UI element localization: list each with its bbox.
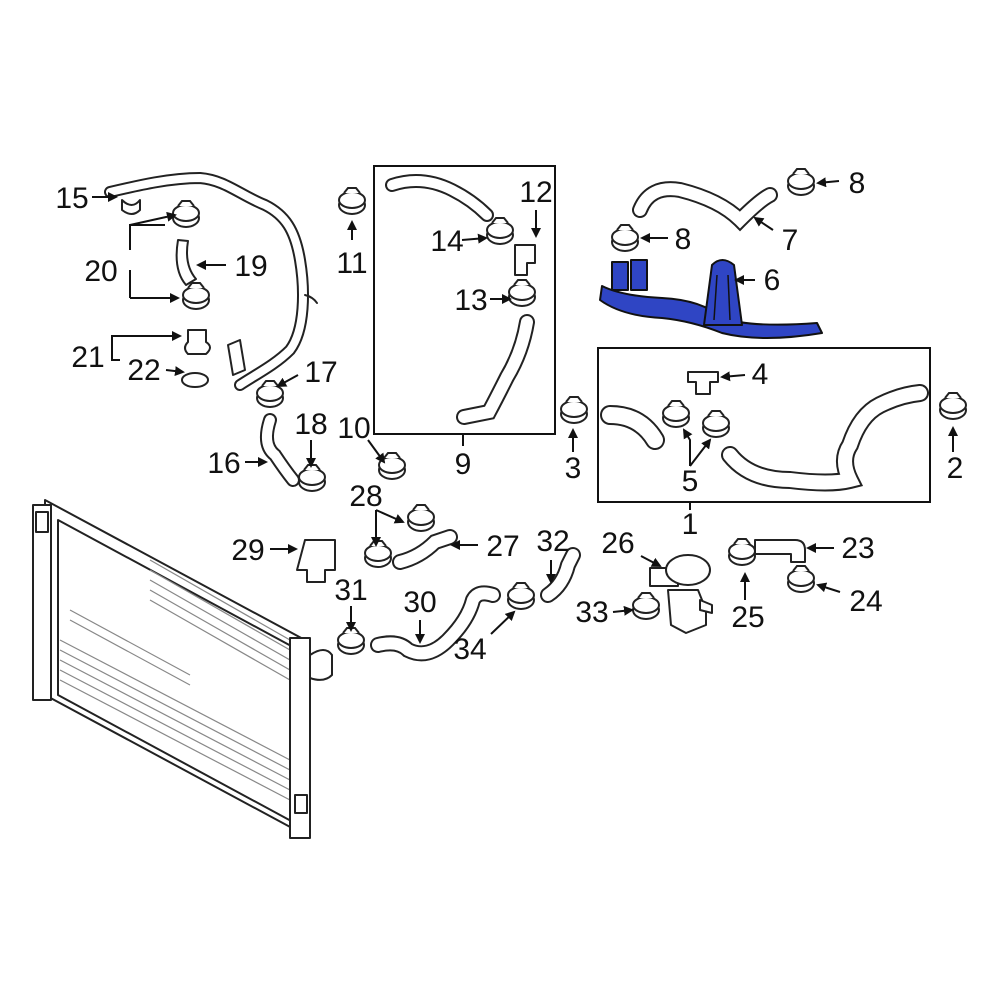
clamp-33	[632, 592, 660, 620]
water-pump-26	[649, 554, 713, 634]
clamp-34	[507, 582, 535, 610]
clamp-18	[298, 464, 326, 492]
clamp-14	[486, 217, 514, 245]
callout-5: 5	[682, 465, 699, 498]
callout-21: 21	[71, 341, 104, 374]
kit-box-9	[373, 165, 556, 435]
callout-10: 10	[337, 412, 370, 445]
clamp-25	[728, 538, 756, 566]
clamp-10	[378, 452, 406, 480]
clamp-24	[787, 565, 815, 593]
callout-8-lower: 8	[675, 223, 692, 256]
callout-11: 11	[336, 247, 367, 280]
callout-26: 26	[601, 527, 634, 560]
callout-16: 16	[207, 447, 240, 480]
clamp-8-right	[787, 168, 815, 196]
clamp-8-left	[611, 224, 639, 252]
callout-7: 7	[782, 224, 799, 257]
kit-box-1	[597, 347, 931, 503]
callout-28: 28	[349, 480, 382, 513]
connector-4	[687, 371, 719, 395]
callout-25: 25	[731, 601, 764, 634]
fitting-12	[514, 244, 536, 276]
callout-20: 20	[84, 255, 117, 288]
callout-9: 9	[455, 448, 472, 481]
clamp-13	[508, 279, 536, 307]
callout-8-upper: 8	[849, 167, 866, 200]
clamp-20-top	[172, 200, 200, 228]
clamp-11	[338, 187, 366, 215]
clamp-31	[337, 627, 365, 655]
callout-13: 13	[454, 284, 487, 317]
callout-19: 19	[234, 250, 267, 283]
callout-12: 12	[519, 176, 552, 209]
clamp-3	[560, 396, 588, 424]
callout-31: 31	[334, 574, 367, 607]
hose-19	[175, 239, 197, 286]
callout-24: 24	[849, 585, 882, 618]
callout-33: 33	[575, 596, 608, 629]
clamp-2	[939, 392, 967, 420]
callout-4: 4	[752, 358, 769, 391]
callout-3: 3	[565, 452, 582, 485]
callout-30: 30	[403, 586, 436, 619]
callout-32: 32	[536, 525, 569, 558]
radiator	[32, 499, 333, 839]
clamp-5-left	[662, 400, 690, 428]
callout-6: 6	[764, 264, 781, 297]
callout-14: 14	[430, 225, 463, 258]
clamp-5-right	[702, 410, 730, 438]
clamp-28-upper	[407, 504, 435, 532]
callout-29: 29	[231, 534, 264, 567]
clamp-20-bottom	[182, 282, 210, 310]
callout-numbers: 1 2 3 4 5 6 7 8 8 9 10 11 12 13 14 15 16…	[55, 167, 963, 666]
callout-17: 17	[304, 356, 337, 389]
hose-23	[754, 539, 806, 563]
leader-lines	[92, 177, 958, 644]
clamp-28-lower	[364, 540, 392, 568]
valve-29	[296, 539, 336, 583]
callout-15: 15	[55, 182, 88, 215]
o-ring-22	[181, 372, 209, 388]
coolant-pipe-6	[599, 259, 823, 339]
callout-27: 27	[486, 530, 519, 563]
callout-1: 1	[682, 508, 699, 541]
callout-22: 22	[127, 354, 160, 387]
callout-23: 23	[841, 532, 874, 565]
coolant-pipe-15	[104, 171, 318, 391]
callout-2: 2	[947, 452, 964, 485]
callout-18: 18	[294, 408, 327, 441]
fitting-21	[184, 329, 211, 355]
callout-34: 34	[453, 633, 486, 666]
